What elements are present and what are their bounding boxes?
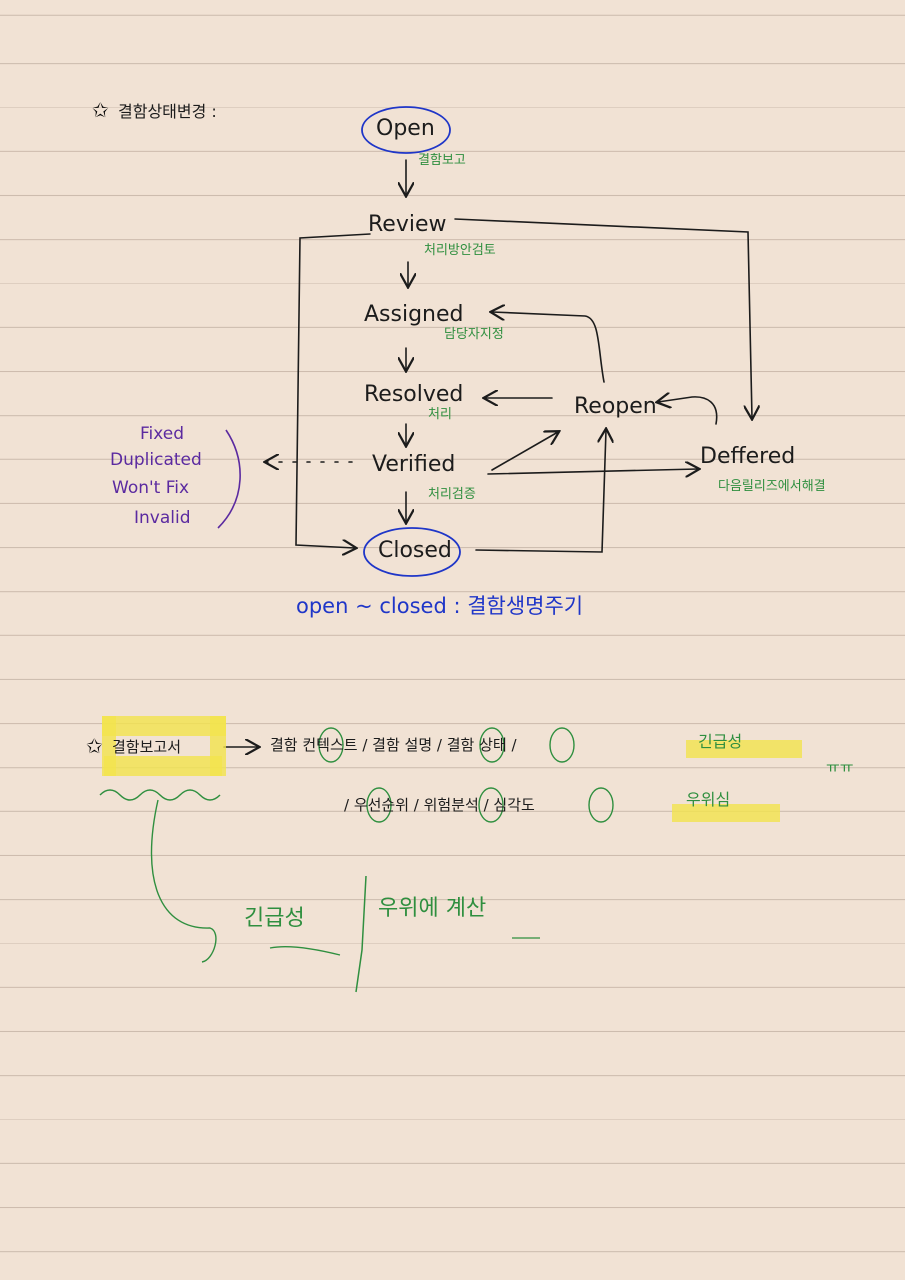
report-items-line2: / 우선순위 / 위험분석 / 심각도 <box>344 796 535 814</box>
arrow-reopen-assigned <box>492 312 605 383</box>
arrow-review-deffered <box>454 218 752 418</box>
note-deffered: 다음릴리즈에서해결 <box>718 479 826 494</box>
open-circle <box>361 106 451 154</box>
highlight-report-lower <box>104 756 222 776</box>
resolution-duplicated: Duplicated <box>110 450 202 470</box>
resolution-brace <box>217 429 241 529</box>
highlight-priority <box>672 804 780 822</box>
bottom-underline <box>269 946 341 956</box>
state-resolved: Resolved <box>364 382 464 407</box>
report-urgency: 긴급성 <box>698 732 743 751</box>
state-review: Review <box>368 212 447 237</box>
green-circle-6 <box>588 787 614 823</box>
arrow-deffered-reopen <box>658 397 718 425</box>
state-assigned: Assigned <box>364 302 464 327</box>
closed-circle <box>363 527 461 577</box>
note-resolved: 처리 <box>428 407 452 422</box>
note-assigned: 담당자지정 <box>444 327 504 342</box>
arrow-verified-deffered <box>487 469 698 474</box>
report-label: 결함보고서 <box>112 738 182 756</box>
state-verified: Verified <box>372 452 456 477</box>
star-icon: ✩ <box>92 98 109 122</box>
report-star-icon: ✩ <box>86 734 103 758</box>
page-title: 결함상태변경 : <box>118 102 217 121</box>
arrow-closed-reopen <box>475 430 606 553</box>
bottom-separator <box>355 875 367 993</box>
bottom-urgency: 긴급성 <box>244 906 305 931</box>
arrow-review-closed <box>295 233 371 548</box>
state-reopen: Reopen <box>574 394 657 419</box>
note-review: 처리방안검토 <box>424 243 496 258</box>
state-closed: Closed <box>378 538 452 563</box>
note-verified: 처리검증 <box>428 487 476 502</box>
resolution-fixed: Fixed <box>140 424 185 444</box>
note-open: 결함보고 <box>418 153 466 168</box>
report-tt: ㅠㅠ <box>826 758 854 776</box>
bottom-priority-calc: 우위에 계산 <box>378 896 487 921</box>
state-deffered: Deffered <box>700 444 796 469</box>
green-circle-1 <box>318 727 344 763</box>
report-items-line1: 결함 컨텍스트 / 결함 설명 / 결함 상태 / <box>270 736 517 754</box>
highlight-report <box>102 716 226 736</box>
state-open: Open <box>376 116 435 141</box>
arrow-verified-reopen <box>491 432 558 471</box>
highlight-urgency <box>686 740 802 758</box>
green-circle-3 <box>549 727 575 763</box>
green-circle-2 <box>479 727 505 763</box>
wavy-underline <box>99 789 221 801</box>
resolution-wontfix: Won't Fix <box>112 478 190 498</box>
lifecycle-note: open ~ closed : 결함생명주기 <box>296 594 584 618</box>
report-priority: 우위심 <box>686 790 731 809</box>
green-curve-arrow <box>150 799 217 963</box>
green-circle-5 <box>478 787 504 823</box>
resolution-invalid: Invalid <box>134 508 191 528</box>
green-circle-4 <box>366 787 392 823</box>
highlight-report-side-right <box>210 716 226 776</box>
highlight-report-side-left <box>102 716 116 776</box>
